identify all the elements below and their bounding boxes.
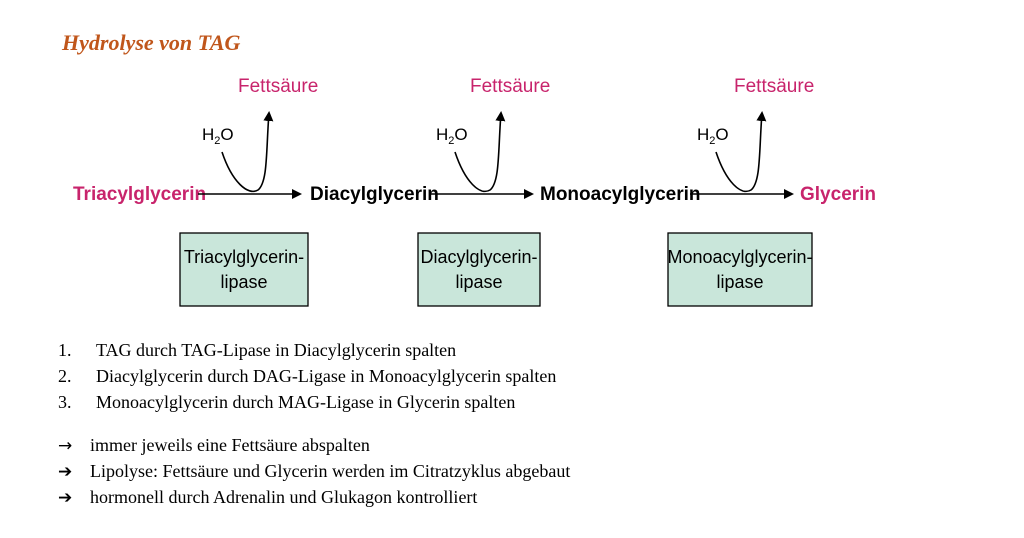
enzyme-box-2: Diacylglycerin- lipase [417, 232, 541, 307]
compound-diacylglycerin: Diacylglycerin [310, 184, 439, 205]
step-3-branch: H2O Fettsäure [697, 76, 814, 193]
list-item: 1.TAG durch TAG-Lipase in Diacylglycerin… [58, 340, 457, 360]
svg-text:Monoacylglycerin-: Monoacylglycerin- [667, 247, 812, 267]
enzyme-box-3: Monoacylglycerin- lipase [667, 232, 813, 307]
arrow-icon: ➔ [58, 488, 73, 508]
compound-monoacylglycerin: Monoacylglycerin [540, 184, 701, 205]
list-item: ➔hormonell durch Adrenalin und Glukagon … [58, 484, 570, 510]
list-item: ➔Lipolyse: Fettsäure und Glycerin werden… [58, 458, 570, 484]
hydrolysis-diagram: Triacylglycerin Diacylglycerin Monoacylg… [73, 76, 876, 307]
step-2-branch: H2O Fettsäure [436, 76, 550, 193]
page-title: Hydrolyse von TAG [62, 30, 241, 55]
svg-text:H2O: H2O [697, 125, 729, 147]
svg-text:lipase: lipase [455, 272, 502, 292]
list-item: 3.Monoacylglycerin durch MAG-Ligase in G… [58, 392, 516, 412]
compound-triacylglycerin: Triacylglycerin [73, 184, 206, 205]
product-fettsaeure-1: Fettsäure [238, 76, 318, 97]
svg-text:lipase: lipase [716, 272, 763, 292]
svg-text:Triacylglycerin-: Triacylglycerin- [184, 247, 304, 267]
list-item: →immer jeweils eine Fettsäure abspalten [58, 432, 570, 458]
step-1-branch: H2O Fettsäure [202, 76, 318, 193]
compound-glycerin: Glycerin [800, 184, 876, 205]
step-list: 1.TAG durch TAG-Lipase in Diacylglycerin… [58, 337, 556, 415]
list-item: 2.Diacylglycerin durch DAG-Ligase in Mon… [58, 366, 557, 386]
product-fettsaeure-2: Fettsäure [470, 76, 550, 97]
arrow-icon: → [58, 436, 73, 456]
arrow-icon: ➔ [58, 462, 73, 482]
svg-text:H2O: H2O [202, 125, 234, 147]
note-list: →immer jeweils eine Fettsäure abspalten … [58, 432, 570, 510]
svg-text:H2O: H2O [436, 125, 468, 147]
product-fettsaeure-3: Fettsäure [734, 76, 814, 97]
enzyme-box-1: Triacylglycerin- lipase [179, 232, 309, 307]
svg-text:Diacylglycerin-: Diacylglycerin- [420, 247, 537, 267]
svg-text:lipase: lipase [220, 272, 267, 292]
